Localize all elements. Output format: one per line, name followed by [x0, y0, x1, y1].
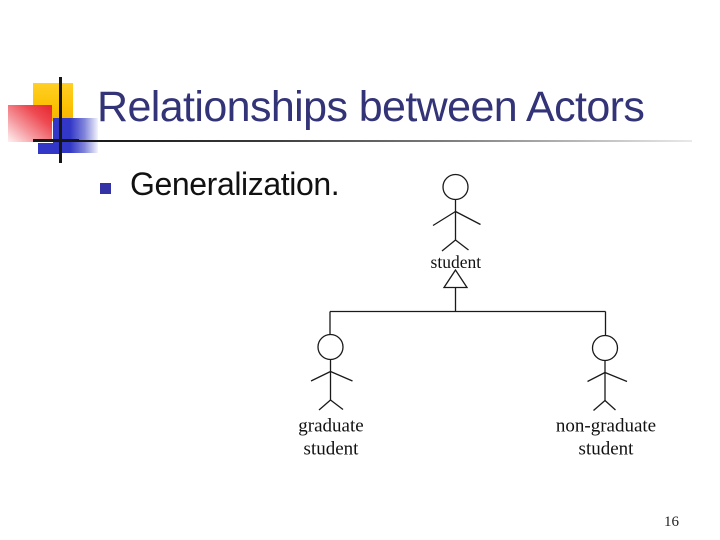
label-non-graduate-line2: student	[579, 439, 635, 460]
label-non-graduate-line1: non-graduate	[556, 416, 656, 437]
decor-red-square	[8, 105, 52, 142]
title-underline-rule	[79, 140, 692, 142]
decor-blue-square-small	[38, 143, 60, 154]
bullet-text: Generalization.	[130, 166, 340, 202]
actor-non-graduate-student	[587, 334, 628, 411]
actor-graduate-student	[310, 333, 353, 411]
label-graduate-line2: student	[304, 439, 360, 460]
decor-crosshair-hline	[33, 139, 79, 142]
decor-crosshair-vline	[59, 77, 62, 163]
page-number: 16	[664, 514, 679, 530]
generalization-connector	[329, 287, 607, 335]
label-student: student	[431, 252, 482, 272]
actor-head	[591, 334, 619, 362]
actor-head	[317, 333, 344, 361]
generalization-triangle	[442, 268, 469, 289]
bullet-square-icon	[100, 183, 111, 194]
actor-student	[432, 173, 481, 252]
label-graduate-line1: graduate	[298, 416, 363, 437]
slide-title: Relationships between Actors	[97, 83, 645, 131]
actor-head	[442, 173, 469, 201]
